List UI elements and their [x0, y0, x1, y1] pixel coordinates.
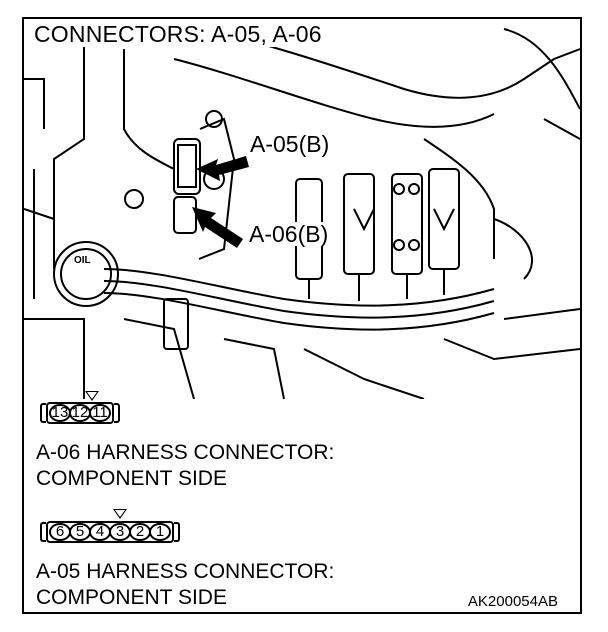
a06-pin: 11: [89, 404, 111, 422]
a05-pin: 3: [109, 523, 131, 541]
a06-label-line1: A-06 HARNESS CONNECTOR:: [36, 441, 335, 464]
a06-key-mark: [85, 391, 99, 401]
a05-connector-left-latch: [40, 522, 46, 542]
a05-pin: 6: [49, 523, 71, 541]
a05-pin: 1: [149, 523, 171, 541]
a05-connector-body: 6 5 4 3 2 1: [46, 521, 174, 543]
oil-cap-label: OIL: [74, 255, 91, 266]
a06-connector-body: 13 12 11: [46, 402, 114, 424]
callout-a05: A-05(B): [248, 131, 332, 157]
a06-connector-left-latch: [40, 403, 46, 423]
a05-label-line1: A-05 HARNESS CONNECTOR:: [36, 560, 335, 583]
a05-pin: 5: [69, 523, 91, 541]
a06-connector-face: 13 12 11: [40, 400, 120, 426]
diagram-frame: CONNECTORS: A-05, A-06 A-05(B) A-06(B) O…: [22, 17, 582, 614]
a06-pin: 13: [49, 404, 71, 422]
engine-illustration: [24, 26, 580, 399]
a05-pin: 4: [89, 523, 111, 541]
diagram-title: CONNECTORS: A-05, A-06: [34, 21, 328, 47]
a06-pin: 12: [69, 404, 91, 422]
callout-a06: A-06(B): [247, 221, 331, 247]
a06-label-line2: COMPONENT SIDE: [36, 467, 227, 490]
a05-connector-right-latch: [174, 522, 180, 542]
reference-code: AK200054AB: [467, 593, 558, 610]
a05-key-mark: [113, 509, 127, 519]
a05-connector-face: 6 5 4 3 2 1: [40, 519, 180, 545]
a05-label-line2: COMPONENT SIDE: [36, 586, 227, 609]
a05-pin: 2: [129, 523, 151, 541]
a06-connector-right-latch: [114, 403, 120, 423]
